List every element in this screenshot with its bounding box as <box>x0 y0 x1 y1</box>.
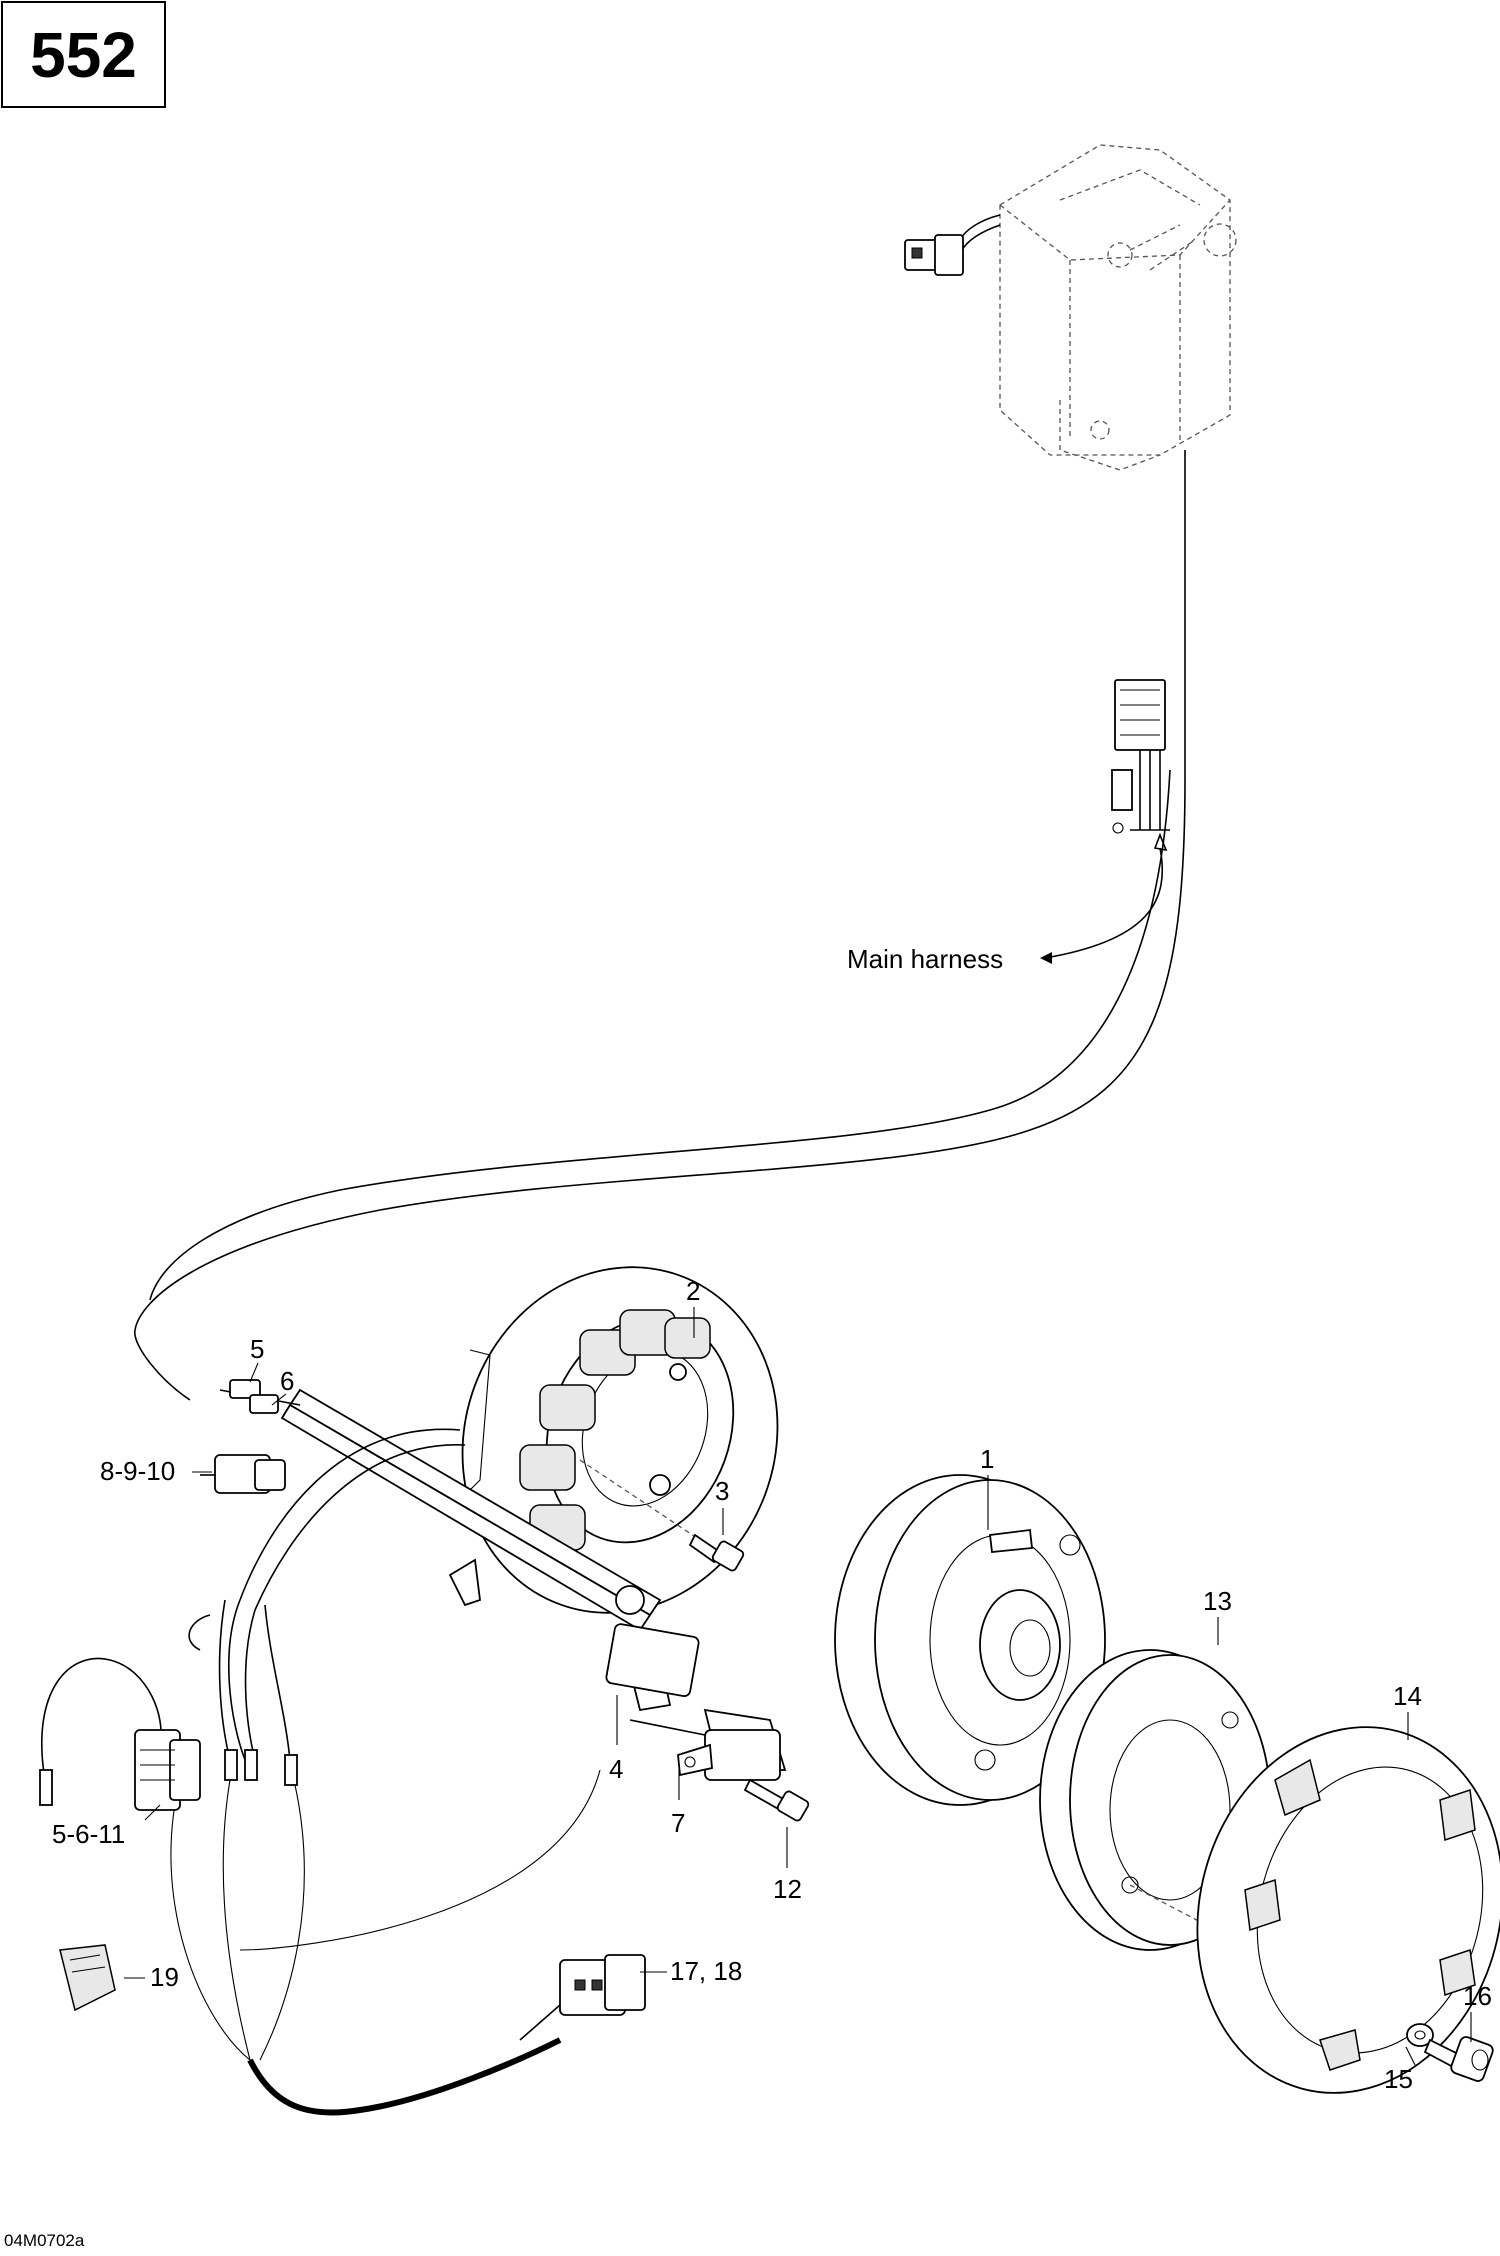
flywheel-icon <box>834 1474 1106 1806</box>
callout-12: 12 <box>773 1874 802 1904</box>
wiring-bundle <box>170 1428 601 2116</box>
plug-19-icon <box>59 1944 116 2012</box>
ignition-module-icon <box>999 144 1237 471</box>
callout-5: 5 <box>250 1334 264 1364</box>
module-harness-wire <box>134 450 1186 1401</box>
callout-5-6-11: 5-6-11 <box>52 1819 125 1849</box>
callout-14: 14 <box>1393 1681 1422 1711</box>
main-harness-leader <box>1040 832 1168 964</box>
screw-icon <box>579 1459 745 1572</box>
connector-5-6-11-icon <box>39 1657 201 1811</box>
starter-cup-icon <box>1196 1726 1500 2094</box>
module-harness-wire-return <box>149 769 1171 1301</box>
callout-17-18: 17, 18 <box>670 1956 742 1986</box>
callout-3: 3 <box>715 1476 729 1506</box>
callout-6: 6 <box>280 1366 294 1396</box>
harness-bar-icon <box>280 1388 672 1712</box>
figure-code: 04M0702a <box>4 2231 85 2250</box>
callout-4: 4 <box>609 1754 623 1784</box>
leader-lines <box>124 1307 1472 2066</box>
page-number: 552 <box>30 18 137 91</box>
callout-19: 19 <box>150 1962 179 1992</box>
connector-8-9-10-icon <box>200 1454 286 1494</box>
page-number-box: 552 <box>1 1 166 108</box>
screw-12-icon <box>743 1778 810 1822</box>
callout-1: 1 <box>980 1444 994 1474</box>
callout-13: 13 <box>1203 1586 1232 1616</box>
module-connector-icon <box>904 214 1001 276</box>
callout-8-9-10: 8-9-10 <box>100 1456 175 1486</box>
callout-16: 16 <box>1463 1981 1492 2011</box>
callout-7: 7 <box>671 1808 685 1838</box>
callout-15: 15 <box>1384 2064 1413 2094</box>
stator-icon <box>459 1266 779 1614</box>
main-harness-label: Main harness <box>847 944 1003 974</box>
callout-2: 2 <box>686 1276 700 1306</box>
sensor-icon <box>605 1585 700 1697</box>
screw-16-icon <box>1423 2036 1494 2082</box>
connector-17-18-icon <box>519 1954 646 2041</box>
harness-connector-icon <box>1111 679 1170 834</box>
trigger-coil-icon <box>629 1708 787 1781</box>
connector-5-6-icon <box>219 1379 301 1414</box>
washer-icon <box>1406 2023 1434 2047</box>
